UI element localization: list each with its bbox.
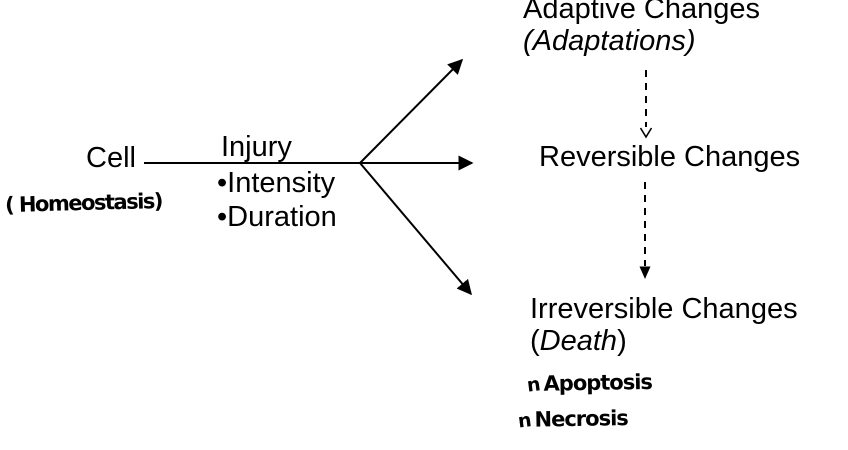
injury-label: Injury	[221, 131, 292, 163]
outcome-adaptive: Adaptive Changes (Adaptations)	[523, 0, 760, 57]
solid-arrowhead-icon	[639, 266, 651, 279]
cell-label: Cell	[86, 142, 136, 174]
injury-bullet-intensity: •Intensity	[217, 167, 336, 199]
outcome-irreversible-subtitle: (Death)	[530, 325, 798, 357]
subtitle-word: (Adaptations)	[523, 25, 696, 57]
handwritten-note-text: Necrosis	[534, 406, 628, 432]
outcome-irreversible: Irreversible Changes (Death)	[530, 293, 798, 357]
injury-bullet-duration: •Duration	[217, 201, 337, 233]
subtitle-word: Death	[539, 325, 618, 357]
arrow-to-irreversible	[359, 162, 472, 296]
outcome-irreversible-title: Irreversible Changes	[530, 293, 798, 325]
arrow-to-adaptive	[359, 58, 464, 164]
handwritten-bullet: n	[525, 373, 541, 397]
outcome-adaptive-subtitle: (Adaptations)	[523, 25, 760, 57]
outcome-reversible: Reversible Changes	[539, 141, 800, 173]
injury-bullet-list: •Intensity •Duration	[217, 166, 337, 234]
subtitle-suffix: )	[617, 325, 627, 357]
open-arrowhead-icon	[639, 127, 653, 139]
outcome-reversible-title: Reversible Changes	[539, 141, 801, 173]
subtitle-prefix: (	[530, 325, 540, 357]
outcome-adaptive-title: Adaptive Changes	[523, 0, 760, 25]
handwritten-note-text: Apoptosis	[543, 369, 653, 396]
homeostasis-annotation: ( Homeostasis)	[4, 188, 163, 218]
handwritten-bullet: n	[516, 409, 532, 433]
